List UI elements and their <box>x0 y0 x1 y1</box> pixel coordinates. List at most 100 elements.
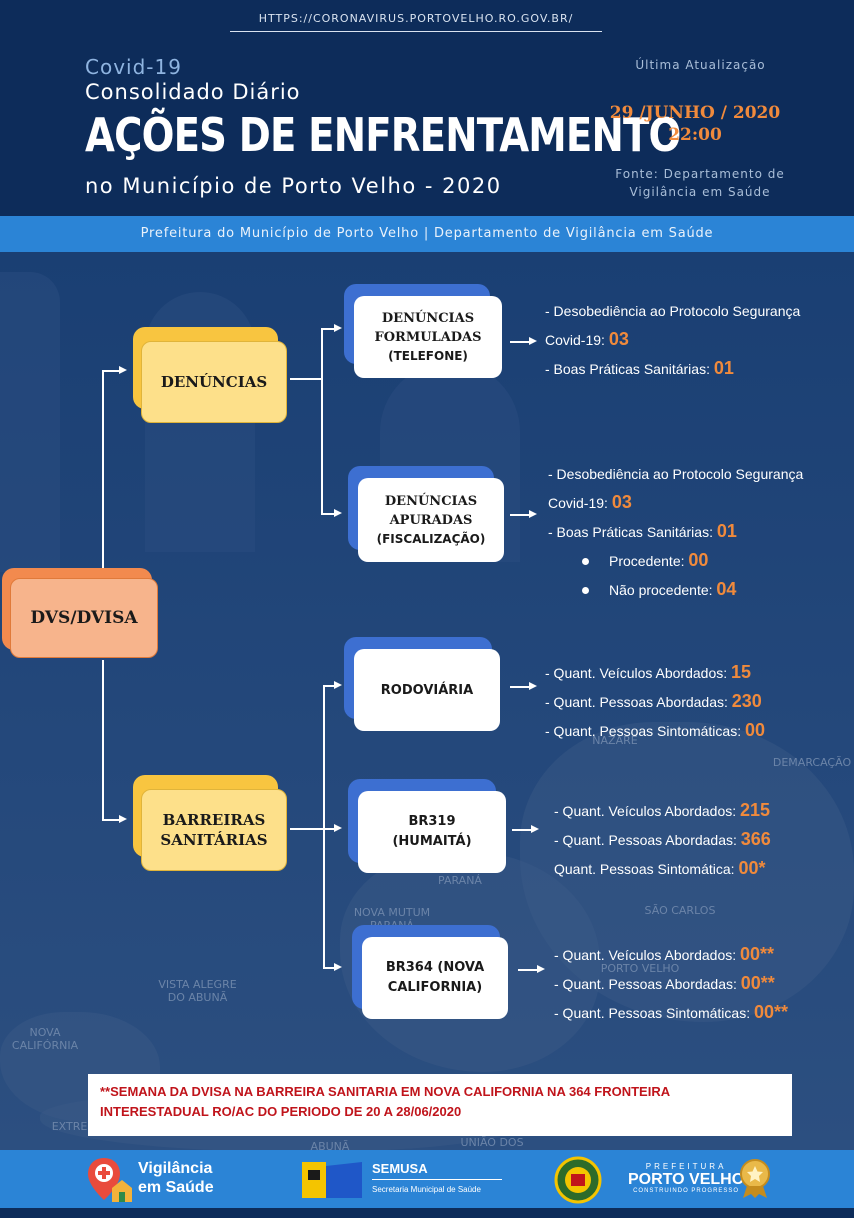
apuradas-info: - Desobediência ao Protocolo Segurança C… <box>548 460 803 604</box>
arrow-icon <box>119 815 127 823</box>
apuradas-line-1: DENÚNCIAS <box>384 493 478 509</box>
info-value: 00 <box>688 550 709 570</box>
info-value: 03 <box>608 329 629 349</box>
br364-line-2: CALIFORNIA) <box>387 980 483 995</box>
br319-line-2: (HUMAITÁ) <box>392 834 472 849</box>
info-value: 04 <box>716 579 737 599</box>
info-value: 01 <box>713 358 734 378</box>
connector-line <box>510 341 530 343</box>
vigilancia-logo-text: Vigilância em Saúde <box>138 1159 214 1197</box>
formuladas-info: - Desobediência ao Protocolo Segurança C… <box>545 297 800 383</box>
info-line: Procedente: 00 <box>548 546 803 575</box>
connector-line <box>290 828 324 830</box>
info-line: - Quant. Veículos Abordados: 00** <box>554 944 775 964</box>
map-label-sao-carlos: SÃO CARLOS <box>644 904 716 917</box>
info-line: - Boas Práticas Sanitárias: 01 <box>545 358 734 378</box>
denuncias-label: DENÚNCIAS <box>141 341 287 423</box>
info-value: 15 <box>731 662 752 682</box>
info-line: - Quant. Pessoas Sintomáticas: 00 <box>545 720 766 740</box>
map-label-nova-california: NOVA CALIFÓRNIA <box>11 1026 79 1052</box>
info-line: - Desobediência ao Protocolo Segurança <box>548 466 804 482</box>
page-title: AÇÕES DE ENFRENTAMENTO <box>85 108 681 162</box>
apuradas-line-3: (FISCALIZAÇÃO) <box>376 531 486 546</box>
info-line: Covid-19: 03 <box>545 329 629 349</box>
br364-info: - Quant. Veículos Abordados: 00** - Quan… <box>554 940 788 1027</box>
arrow-icon <box>119 366 127 374</box>
info-value: 366 <box>740 829 771 849</box>
connector-line <box>102 660 104 820</box>
update-date-day: 29 /JUNHO / 2020 <box>609 103 781 123</box>
arrow-icon <box>537 965 545 973</box>
map-label-porto-velho: PORTO VELHO <box>600 962 680 975</box>
source-label: Fonte: Departamento de Vigilância em Saú… <box>600 165 800 201</box>
connector-line <box>510 686 530 688</box>
vigilancia-logo-icon <box>86 1156 132 1204</box>
semusa-logo-icon <box>302 1162 362 1198</box>
vigilancia-line-2: em Saúde <box>138 1179 214 1196</box>
rodoviaria-info: - Quant. Veículos Abordados: 15 - Quant.… <box>545 658 765 745</box>
connector-line <box>102 819 120 821</box>
apuradas-line-2: APURADAS <box>389 512 473 528</box>
footer: Vigilância em Saúde SEMUSA Secretaria Mu… <box>0 1150 854 1218</box>
source-line-1: Fonte: Departamento de <box>615 167 785 181</box>
bottom-strip <box>0 1208 854 1218</box>
br319-line-1: BR319 <box>408 814 456 829</box>
info-line: Quant. Pessoas Sintomática: 00* <box>554 858 766 878</box>
municipio-subtitle: no Município de Porto Velho - 2020 <box>85 174 502 198</box>
info-value: 00** <box>753 1002 789 1022</box>
arrow-icon <box>529 337 537 345</box>
info-value: 00* <box>738 858 766 878</box>
info-line: - Quant. Veículos Abordados: 15 <box>545 662 752 682</box>
barreiras-line-2: SANITÁRIAS <box>160 831 268 849</box>
semusa-logo-text: SEMUSA Secretaria Municipal de Saúde <box>372 1161 502 1194</box>
info-value: 230 <box>731 691 762 711</box>
apuradas-label: DENÚNCIAS APURADAS (FISCALIZAÇÃO) <box>358 478 504 562</box>
rodoviaria-label: RODOVIÁRIA <box>354 649 500 731</box>
semusa-title: SEMUSA <box>372 1161 502 1180</box>
arrow-icon <box>334 824 342 832</box>
connector-line <box>323 685 335 687</box>
bullet-icon <box>582 557 589 565</box>
arrow-icon <box>334 509 342 517</box>
coat-of-arms-icon <box>553 1156 603 1204</box>
formuladas-line-2: FORMULADAS <box>374 329 482 345</box>
prefeitura-logo-text: PREFEITURA PORTO VELHO CONSTRUINDO PROGR… <box>628 1162 744 1194</box>
map-label-nazare: NAZARÉ <box>592 734 638 747</box>
decor-pillar <box>0 272 60 572</box>
info-value: 00** <box>740 944 775 964</box>
info-value: 215 <box>740 800 771 820</box>
connector-line <box>290 378 322 380</box>
br364-line-1: BR364 (NOVA <box>385 960 485 975</box>
map-label-uniao: UNIÃO DOS <box>460 1136 524 1149</box>
info-line: - Boas Práticas Sanitárias: 01 <box>548 521 737 541</box>
arrow-icon <box>334 963 342 971</box>
connector-line <box>323 828 335 830</box>
info-line: Não procedente: 04 <box>548 575 803 604</box>
map-label-demarcacao: DEMARCAÇÃO <box>772 756 852 769</box>
connector-line <box>518 969 538 971</box>
connector-line <box>321 328 335 330</box>
map-region <box>520 722 854 1022</box>
map-label-parana: PARANÁ <box>438 874 482 887</box>
institution-bar: Prefeitura do Município de Porto Velho |… <box>0 216 854 252</box>
info-line: - Desobediência ao Protocolo Segurança <box>545 303 801 319</box>
map-label-abuna: ABUNÃ <box>310 1140 350 1150</box>
br319-info: - Quant. Veículos Abordados: 215 - Quant… <box>554 796 771 883</box>
info-line: - Quant. Pessoas Abordadas: 00** <box>554 973 775 993</box>
info-line: - Quant. Pessoas Sintomáticas: 00** <box>554 1002 789 1022</box>
barreiras-label: BARREIRAS SANITÁRIAS <box>141 789 287 871</box>
info-value: 00 <box>744 720 766 740</box>
connector-line <box>102 370 104 571</box>
site-url[interactable]: HTTPS://CORONAVIRUS.PORTOVELHO.RO.GOV.BR… <box>230 12 602 32</box>
formuladas-line-3: (TELEFONE) <box>388 348 468 363</box>
connector-line <box>510 514 530 516</box>
source-line-2: Vigilância em Saúde <box>629 185 771 199</box>
arrow-icon <box>529 510 537 518</box>
dvs-dvisa-label: DVS/DVISA <box>10 578 158 658</box>
connector-line <box>321 513 335 515</box>
header: HTTPS://CORONAVIRUS.PORTOVELHO.RO.GOV.BR… <box>0 0 854 216</box>
map-label-vista-alegre: VISTA ALEGRE DO ABUNÃ <box>158 978 237 1004</box>
info-line: - Quant. Pessoas Abordadas: 366 <box>554 829 771 849</box>
update-time: 22:00 <box>668 125 722 145</box>
connector-line <box>102 370 120 372</box>
